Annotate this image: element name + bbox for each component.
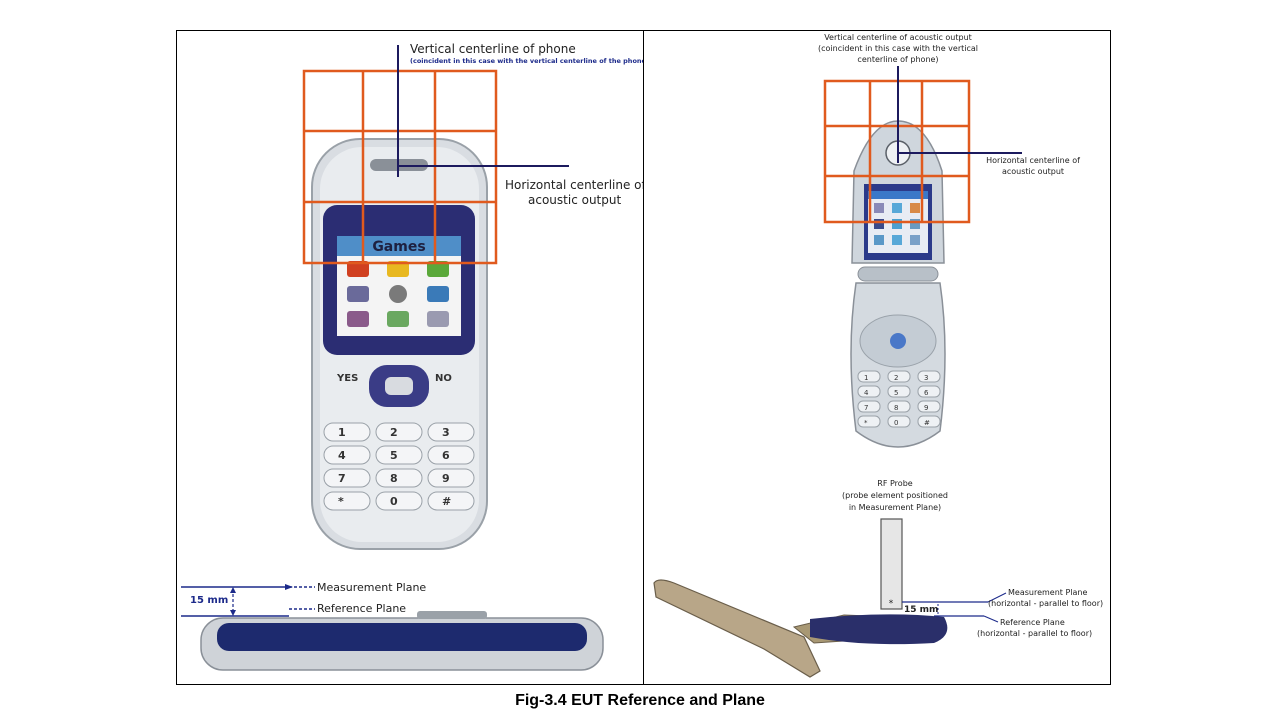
flip-keypad-key-label: # [924,419,930,427]
yes-key-label: YES [336,373,358,384]
flip-keypad-key-label: * [864,419,868,427]
rf-probe-label-2: (probe element positioned [842,491,948,500]
keypad-key-label: 8 [390,472,398,485]
flip-nav-center [890,333,906,349]
figure-caption: Fig-3.4 EUT Reference and Plane [515,692,765,709]
keypad-key-label: 9 [442,472,450,485]
keypad-key [323,445,371,465]
flip-keypad-key-label: 2 [894,374,898,382]
flip-phone-side-view [653,579,821,678]
flip-keypad-key [857,415,881,428]
keypad-key [427,445,475,465]
vertical-label-3: centerline of phone) [857,55,938,64]
flip-keypad-key [917,370,941,383]
flip-keypad-key-label: 3 [924,374,928,382]
screen-title: Games [372,239,425,255]
flip-keypad-key-label: 5 [894,389,898,397]
distance-label: 15 mm [190,595,228,606]
reference-plane-label: Reference Plane [317,602,406,615]
keypad-key-label: 7 [338,472,346,485]
keypad-key-label: 2 [390,426,398,439]
keypad-key-label: 1 [338,426,346,439]
measurement-plane-label: Measurement Plane [317,581,426,594]
keypad-key [375,491,423,511]
keypad-key [323,468,371,488]
flip-keypad-key [917,385,941,398]
measurement-plane-label-right: Measurement Plane [1008,588,1087,597]
flip-keypad-key [887,415,911,428]
flip-keypad-key-label: 0 [894,419,898,427]
keypad-key-label: # [442,495,451,508]
horizontal-centerline-label-2: acoustic output [528,193,621,207]
vertical-centerline-note: (coincident in this case with the vertic… [410,57,643,65]
keypad-key-label: 4 [338,449,346,462]
horizontal-label-1: Horizontal centerline of [986,156,1080,165]
reference-plane-label-right: Reference Plane [1000,618,1065,627]
keypad-key [427,491,475,511]
flip-keypad-key-label: 8 [894,404,898,412]
horizontal-label-2: acoustic output [1002,167,1064,176]
vertical-label-2: (coincident in this case with the vertic… [818,44,978,53]
left-diagram: Games YES NO 1 2 3 4 5 6 7 8 9 * 0 # [181,42,643,671]
flip-keypad-key [917,400,941,413]
keypad-key [323,491,371,511]
flip-keypad-key [917,415,941,428]
vertical-label-1: Vertical centerline of acoustic output [824,33,972,42]
flip-menu-icons [874,203,920,245]
keypad-key-label: 3 [442,426,450,439]
flip-keypad-key-label: 7 [864,404,868,412]
rf-probe-label-3: in Measurement Plane) [849,503,941,512]
flip-keypad-key-label: 4 [864,389,869,397]
keypad-key [323,422,371,442]
right-diagram: 1 2 3 4 5 6 7 8 9 * 0 # Vertical centerline of acou… [653,33,1103,678]
flip-keypad-key-label: 9 [924,404,928,412]
flip-keypad-key-label: 6 [924,389,929,397]
keypad: 1 2 3 4 5 6 7 8 9 * 0 # [323,422,475,511]
game-icons [347,261,449,327]
nav-center [385,377,413,395]
keypad-key [375,445,423,465]
screen-title-bar [337,236,461,256]
right-panel: 1 2 3 4 5 6 7 8 9 * 0 # Vertical centerline of acou… [643,30,1111,685]
no-key-label: NO [435,373,452,384]
phone-side-screen [217,623,587,651]
flip-keypad-key [887,370,911,383]
left-panel: Games YES NO 1 2 3 4 5 6 7 8 9 * 0 # [176,30,644,685]
keypad-key [375,468,423,488]
rf-probe-label-1: RF Probe [877,479,912,488]
vertical-centerline-label: Vertical centerline of phone [410,42,576,56]
flip-keypad-key [887,385,911,398]
flip-keypad: 1 2 3 4 5 6 7 8 9 * 0 # [857,370,941,428]
flip-keypad-key [857,400,881,413]
rf-probe [880,518,903,610]
keypad-key-label: 6 [442,449,450,462]
flip-keypad-key [857,370,881,383]
keypad-key-label: * [338,495,344,508]
flip-keypad-key-label: 1 [864,374,868,382]
keypad-key-label: 5 [390,449,398,462]
flip-keypad-key [857,385,881,398]
keypad-key [375,422,423,442]
keypad-key [427,422,475,442]
keypad-key-label: 0 [390,495,398,508]
keypad-key [427,468,475,488]
flip-keypad-key [887,400,911,413]
reference-plane-note-right: (horizontal - parallel to floor) [977,629,1092,638]
measurement-plane-note-right: (horizontal - parallel to floor) [988,599,1103,608]
distance-label-right: 15 mm [904,605,938,615]
svg-text:*: * [889,599,894,609]
horizontal-centerline-label-1: Horizontal centerline of [505,178,643,192]
